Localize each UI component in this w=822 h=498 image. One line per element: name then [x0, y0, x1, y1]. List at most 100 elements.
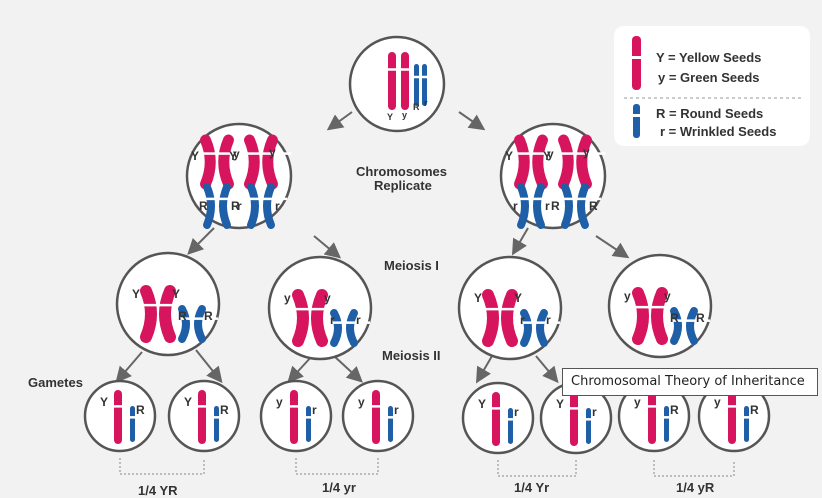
centromere-band [413, 75, 420, 79]
allele-label: R [670, 403, 679, 417]
arrows [115, 111, 630, 384]
replicated-chromosome-blue-a-left [199, 183, 243, 229]
allele-label: R [750, 403, 759, 417]
allele-label: R [178, 309, 187, 323]
gamete-chromosome-pink-5 [492, 392, 500, 446]
gamete-brackets [119, 458, 735, 477]
meiosis1-chromosome-pink-3 [480, 289, 532, 347]
replicated-chromosome-blue-b-right [557, 183, 601, 229]
centromere-band [647, 405, 657, 408]
legend-wrinkled: r = Wrinkled Seeds [660, 124, 777, 139]
allele-label: y [547, 147, 554, 161]
allele-label: r [275, 199, 280, 213]
chromosome-r [422, 64, 427, 106]
allele-label: y [583, 145, 590, 159]
centromere-band [743, 416, 750, 419]
allele-label: R [696, 311, 705, 325]
allele-label: r [237, 199, 242, 213]
centromere-band [129, 416, 136, 419]
allele-label: R [204, 309, 213, 323]
tooltip: Chromosomal Theory of Inheritance [562, 368, 818, 396]
allele-label: r [546, 313, 551, 327]
centromere-band [663, 416, 670, 419]
allele-label: Y [478, 397, 486, 411]
arrow-7 [195, 349, 223, 384]
fraction-label-2: 1/4 yr [322, 480, 356, 495]
replicated-chromosome-pink-a-right [511, 134, 562, 190]
fraction-label-1: 1/4 YR [138, 483, 178, 498]
allele-label: Y [229, 149, 237, 163]
arrow-2 [187, 227, 215, 255]
legend-round: R = Round Seeds [656, 106, 764, 121]
allele-label: Y [474, 291, 482, 305]
arrow-5 [595, 235, 630, 259]
allele-label: y [284, 291, 291, 305]
allele-label: y [358, 395, 365, 409]
arrow-11 [535, 355, 559, 384]
centromere-band [305, 416, 312, 419]
centromere-band [491, 407, 501, 410]
allele-label: y [269, 145, 276, 159]
legend-yellow: Y = Yellow Seeds [656, 50, 762, 65]
allele-label: R [136, 403, 145, 417]
chromosome-Y [388, 52, 396, 110]
arrow-4 [511, 227, 529, 256]
bracket-3 [653, 460, 735, 477]
gamete-chromosome-blue-8 [744, 406, 749, 442]
arrow-9 [333, 355, 363, 383]
arrow-3 [313, 235, 342, 259]
gamete-chromosome-blue-6 [586, 408, 591, 444]
allele-label: y [233, 147, 240, 161]
gamete-chromosome-blue-2 [214, 406, 219, 442]
arrow-8 [287, 355, 313, 383]
allele-label: y [624, 289, 631, 303]
replicate-label-line1: Chromosomes [356, 164, 448, 179]
allele-label: r [514, 405, 519, 419]
allele-label: Y [514, 291, 522, 305]
legend-green: y = Green Seeds [658, 70, 760, 85]
meiosis1-chromosome-pink-1 [138, 285, 190, 343]
meiosis-1-label: Meiosis I [384, 258, 439, 273]
allele-label: r [356, 313, 361, 327]
centromere-band [421, 75, 428, 79]
allele-label: Y [543, 149, 551, 163]
allele-label: r [520, 313, 525, 327]
meiosis1-chromosome-pink-4 [630, 287, 682, 345]
allele-label: r [513, 199, 518, 213]
centromere-band [585, 418, 592, 421]
allele-label: Y [505, 149, 513, 163]
allele-label: Y [172, 287, 180, 301]
replicated-chromosome-pink-a-left [197, 134, 248, 190]
allele-label: R [589, 199, 598, 213]
chromosome-R [414, 64, 419, 106]
meiosis1-chromosome-blue-4 [666, 307, 710, 345]
arrow-1 [458, 111, 486, 131]
replicated-chromosome-blue-a-right [513, 183, 557, 229]
meiosis-2-label: Meiosis II [382, 348, 441, 363]
gamete-chromosome-blue-1 [130, 406, 135, 442]
centromere-band [213, 416, 220, 419]
allele-label: y [634, 395, 641, 409]
meiosis1-chromosome-blue-2 [326, 309, 370, 347]
legend-chromosome-icons [624, 36, 802, 138]
gamete-chromosome-pink-6 [570, 392, 578, 446]
allele-label: y [714, 395, 721, 409]
legend: Y = Yellow Seeds y = Green Seeds R = Rou… [614, 26, 810, 146]
allele-label: R [231, 199, 240, 213]
centromere-band [289, 405, 299, 408]
gamete-chromosome-pink-2 [198, 390, 206, 444]
gamete-chromosome-blue-4 [388, 406, 393, 442]
replicated-chromosome-pink-b-right [555, 134, 606, 190]
fraction-label-3: 1/4 Yr [514, 480, 550, 495]
gamete-chromosome-pink-8 [728, 390, 736, 444]
centromere-band [727, 405, 737, 408]
allele-label: R [199, 199, 208, 213]
allele-label: R [413, 102, 420, 112]
centromere-band [400, 68, 410, 71]
gamete-chromosome-pink-7 [648, 390, 656, 444]
centromere-band [507, 418, 514, 421]
gamete-chromosome-blue-3 [306, 406, 311, 442]
centromere-band [387, 68, 397, 71]
